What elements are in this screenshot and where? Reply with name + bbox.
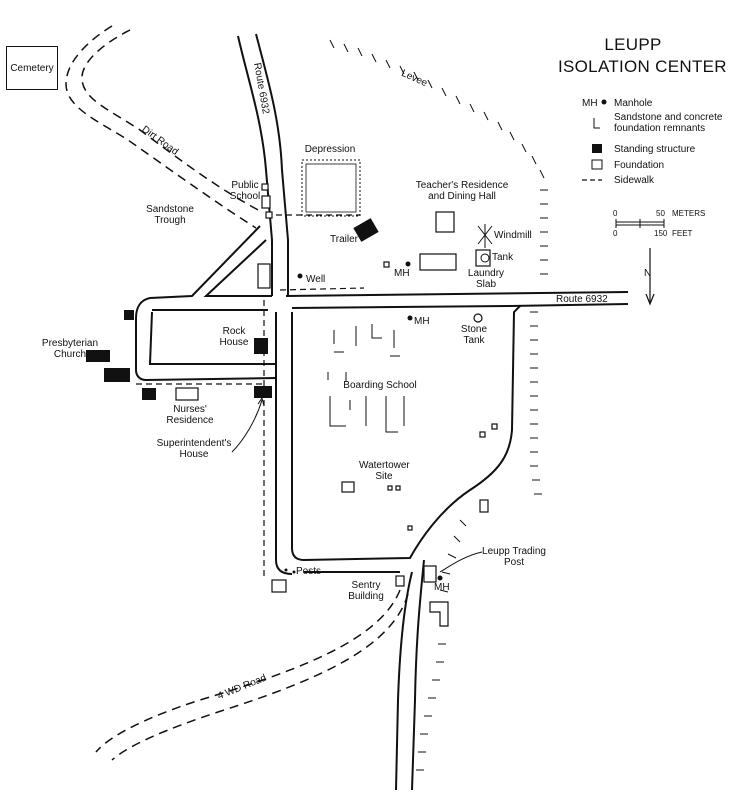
legend-standing: Standing structure	[614, 144, 696, 155]
tank-label: Tank	[492, 252, 514, 263]
sidewalks	[136, 214, 365, 580]
superintendents-house-label: Superintendent's House	[156, 438, 232, 460]
manhole-2-label: MH	[414, 316, 430, 327]
rock-house-label: Rock House	[219, 326, 249, 348]
manhole-3-label: MH	[434, 582, 450, 593]
dirt-road	[65, 25, 263, 229]
callout-arrows	[231, 396, 483, 573]
legend-symbols	[582, 99, 607, 181]
point-markers	[297, 261, 443, 581]
scale-meters-zero: 0	[613, 209, 618, 218]
teachers-residence-label: Teacher's Residence and Dining Hall	[415, 180, 509, 202]
presbyterian-church-label: Presbyterian Church	[41, 338, 99, 360]
windmill-icon	[477, 224, 493, 263]
legend-manhole: Manhole	[614, 98, 653, 109]
public-school-label: Public School	[229, 180, 261, 202]
scale-feet-zero: 0	[613, 229, 618, 238]
levee-hatching	[329, 39, 548, 771]
standing-structures	[86, 218, 379, 400]
title-line-1: LEUPP	[604, 35, 662, 54]
trailer-label: Trailer	[330, 234, 358, 245]
foundations	[175, 183, 498, 627]
manhole-1-label: MH	[394, 268, 410, 279]
boarding-school-label: Boarding School	[343, 380, 417, 391]
route-vertical-road	[237, 33, 293, 575]
map-title: LEUPP ISOLATION CENTER	[558, 34, 727, 78]
scale-feet-max: 150	[654, 229, 668, 238]
scale-meters-unit: METERS	[672, 209, 706, 218]
cemetery-label: Cemetery	[10, 62, 54, 74]
scale-bar	[615, 219, 665, 228]
stone-tank-label: Stone Tank	[460, 324, 488, 346]
windmill-label: Windmill	[494, 230, 532, 241]
title-line-2: ISOLATION CENTER	[558, 57, 727, 76]
north-label: N	[644, 268, 652, 279]
watertower-site-label: Watertower Site	[359, 460, 410, 482]
road-network	[135, 225, 629, 791]
leupp-trading-post-label: Leupp Trading Post	[482, 546, 546, 568]
well-label: Well	[306, 274, 326, 285]
legend-remnants: Sandstone and concrete foundation remnan…	[614, 112, 723, 134]
route-horizontal-label: Route 6932	[556, 294, 608, 305]
laundry-slab-label: Laundry Slab	[467, 268, 505, 290]
north-arrow-icon	[645, 248, 655, 306]
scale-meters-max: 50	[656, 209, 665, 218]
sentry-building-label: Sentry Building	[348, 580, 384, 602]
legend-foundation: Foundation	[614, 160, 665, 171]
cemetery-box: Cemetery	[6, 46, 58, 90]
posts-symbol	[284, 568, 296, 574]
depression-label: Depression	[304, 144, 356, 155]
legend-sidewalk: Sidewalk	[614, 175, 655, 186]
stone-tank-symbol	[473, 313, 483, 323]
foundation-remnants	[327, 324, 405, 433]
scale-feet-unit: FEET	[672, 229, 693, 238]
legend-manhole-symbol: MH	[582, 98, 598, 109]
four-wd-road	[95, 589, 409, 761]
nurses-residence-label: Nurses' Residence	[166, 404, 214, 426]
posts-label: Posts	[296, 566, 322, 577]
depression	[301, 159, 361, 217]
sandstone-trough-label: Sandstone Trough	[146, 204, 194, 226]
